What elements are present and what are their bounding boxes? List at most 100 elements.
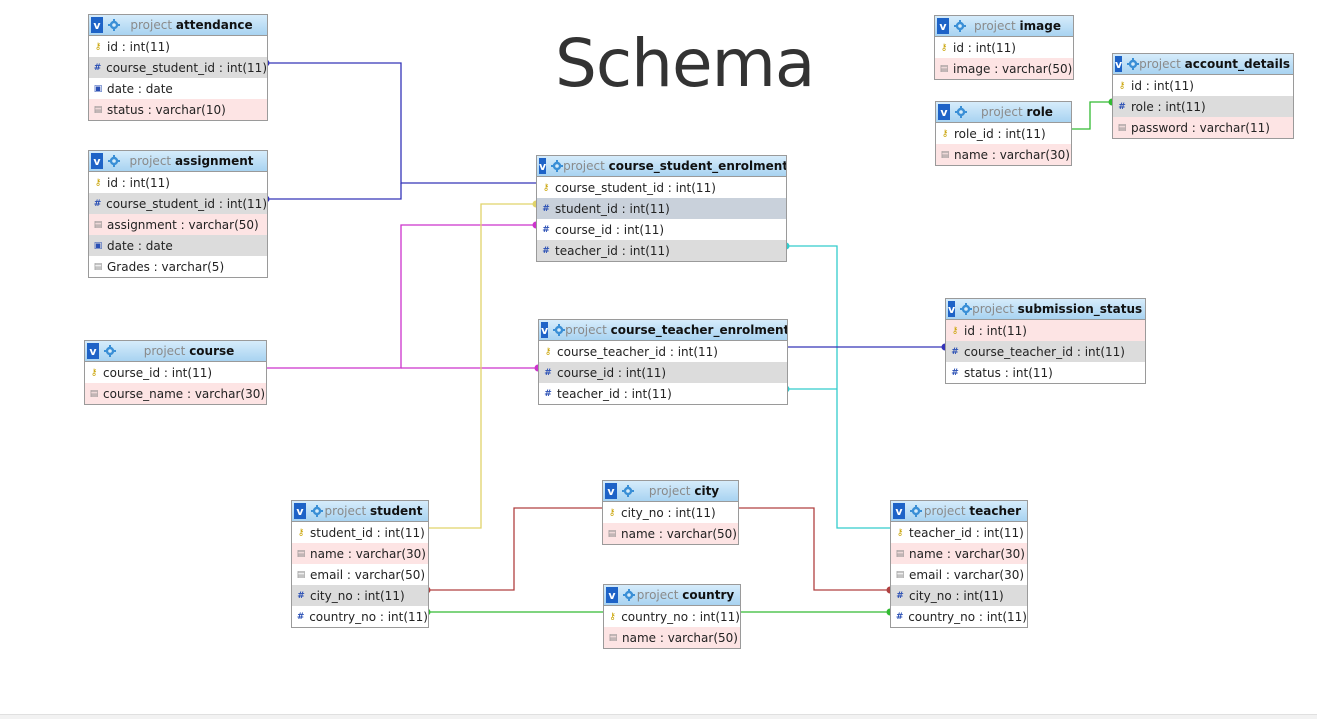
column-label: name : varchar(50) [621, 526, 737, 541]
column-row[interactable]: ▤name : varchar(30) [936, 144, 1071, 165]
column-row[interactable]: ⚷role_id : int(11) [936, 123, 1071, 144]
column-row[interactable]: #student_id : int(11) [537, 198, 786, 219]
column-row[interactable]: ⚷id : int(11) [1113, 75, 1293, 96]
gear-icon[interactable] [553, 324, 566, 336]
column-row[interactable]: #status : int(11) [946, 362, 1145, 383]
gear-icon[interactable] [955, 106, 967, 118]
column-row[interactable]: ▤name : varchar(50) [604, 627, 740, 648]
column-row[interactable]: ⚷city_no : int(11) [603, 502, 738, 523]
column-row[interactable]: ⚷country_no : int(11) [604, 606, 740, 627]
column-row[interactable]: ⚷teacher_id : int(11) [891, 522, 1027, 543]
column-row[interactable]: ▣date : date [89, 78, 267, 99]
table-header[interactable]: v project role [936, 102, 1071, 123]
column-row[interactable]: ▤email : varchar(50) [292, 564, 428, 585]
column-row[interactable]: ⚷id : int(11) [89, 36, 267, 57]
column-row[interactable]: #course_id : int(11) [537, 219, 786, 240]
table-role[interactable]: v project role ⚷role_id : int(11)▤name : v… [935, 101, 1072, 166]
text-column-icon: ▤ [607, 528, 617, 539]
toggle-columns-icon[interactable]: v [948, 301, 956, 317]
toggle-columns-icon[interactable]: v [605, 483, 617, 499]
gear-icon[interactable] [960, 303, 973, 315]
column-row[interactable]: ▤name : varchar(30) [292, 543, 428, 564]
column-row[interactable]: ⚷student_id : int(11) [292, 522, 428, 543]
column-row[interactable]: ▤status : varchar(10) [89, 99, 267, 120]
column-label: id : int(11) [953, 40, 1016, 55]
column-row[interactable]: ▤email : varchar(30) [891, 564, 1027, 585]
gear-icon[interactable] [108, 19, 120, 31]
column-label: city_no : int(11) [909, 588, 1004, 603]
column-row[interactable]: ⚷ id : int(11) [935, 37, 1073, 58]
gear-icon[interactable] [1127, 58, 1140, 70]
toggle-columns-icon[interactable]: v [937, 18, 949, 34]
column-row[interactable]: ▤Grades : varchar(5) [89, 256, 267, 277]
gear-icon[interactable] [311, 505, 323, 517]
column-row[interactable]: #role : int(11) [1113, 96, 1293, 117]
column-row[interactable]: #course_student_id : int(11) [89, 57, 267, 78]
gear-icon[interactable] [622, 485, 634, 497]
toggle-columns-icon[interactable]: v [91, 17, 103, 33]
column-row[interactable]: #course_id : int(11) [539, 362, 787, 383]
toggle-columns-icon[interactable]: v [91, 153, 103, 169]
toggle-columns-icon[interactable]: v [294, 503, 306, 519]
toggle-columns-icon[interactable]: v [893, 503, 905, 519]
toggle-columns-icon[interactable]: v [541, 322, 549, 338]
column-row[interactable]: ▤ name : varchar(50) [603, 523, 738, 544]
gear-icon[interactable] [104, 345, 116, 357]
column-row[interactable]: #city_no : int(11) [292, 585, 428, 606]
column-row[interactable]: ▤image : varchar(50) [935, 58, 1073, 79]
column-row[interactable]: #country_no : int(11) [891, 606, 1027, 627]
column-row[interactable]: ▤name : varchar(30) [891, 543, 1027, 564]
column-row[interactable]: #course_teacher_id : int(11) [946, 341, 1145, 362]
gear-icon[interactable] [910, 505, 922, 517]
column-row[interactable]: ⚷id : int(11) [946, 320, 1145, 341]
column-row[interactable]: #course_student_id : int(11) [89, 193, 267, 214]
gear-icon[interactable] [551, 160, 564, 172]
column-row[interactable]: ⚷id : int(11) [89, 172, 267, 193]
column-row[interactable]: #teacher_id : int(11) [537, 240, 786, 261]
column-row[interactable]: ▣date : date [89, 235, 267, 256]
table-name: project role [967, 105, 1071, 119]
gear-icon[interactable] [623, 589, 635, 601]
gear-icon[interactable] [108, 155, 120, 167]
toggle-columns-icon[interactable]: v [539, 158, 547, 174]
column-row[interactable]: #country_no : int(11) [292, 606, 428, 627]
column-row[interactable]: ⚷course_student_id : int(11) [537, 177, 786, 198]
toggle-columns-icon[interactable]: v [1115, 56, 1123, 72]
column-row[interactable]: ⚷course_teacher_id : int(11) [539, 341, 787, 362]
column-row[interactable]: ▤assignment : varchar(50) [89, 214, 267, 235]
column-row[interactable]: #teacher_id : int(11) [539, 383, 787, 404]
column-row[interactable]: #city_no : int(11) [891, 585, 1027, 606]
column-row[interactable]: ⚷course_id : int(11) [85, 362, 266, 383]
gear-icon[interactable] [954, 20, 966, 32]
toggle-columns-icon[interactable]: v [87, 343, 99, 359]
column-row[interactable]: ▤password : varchar(11) [1113, 117, 1293, 138]
column-row[interactable]: ▤course_name : varchar(30) [85, 383, 266, 404]
toggle-columns-icon[interactable]: v [938, 104, 950, 120]
toggle-columns-icon[interactable]: v [606, 587, 618, 603]
primary-key-icon: ⚷ [940, 42, 948, 53]
